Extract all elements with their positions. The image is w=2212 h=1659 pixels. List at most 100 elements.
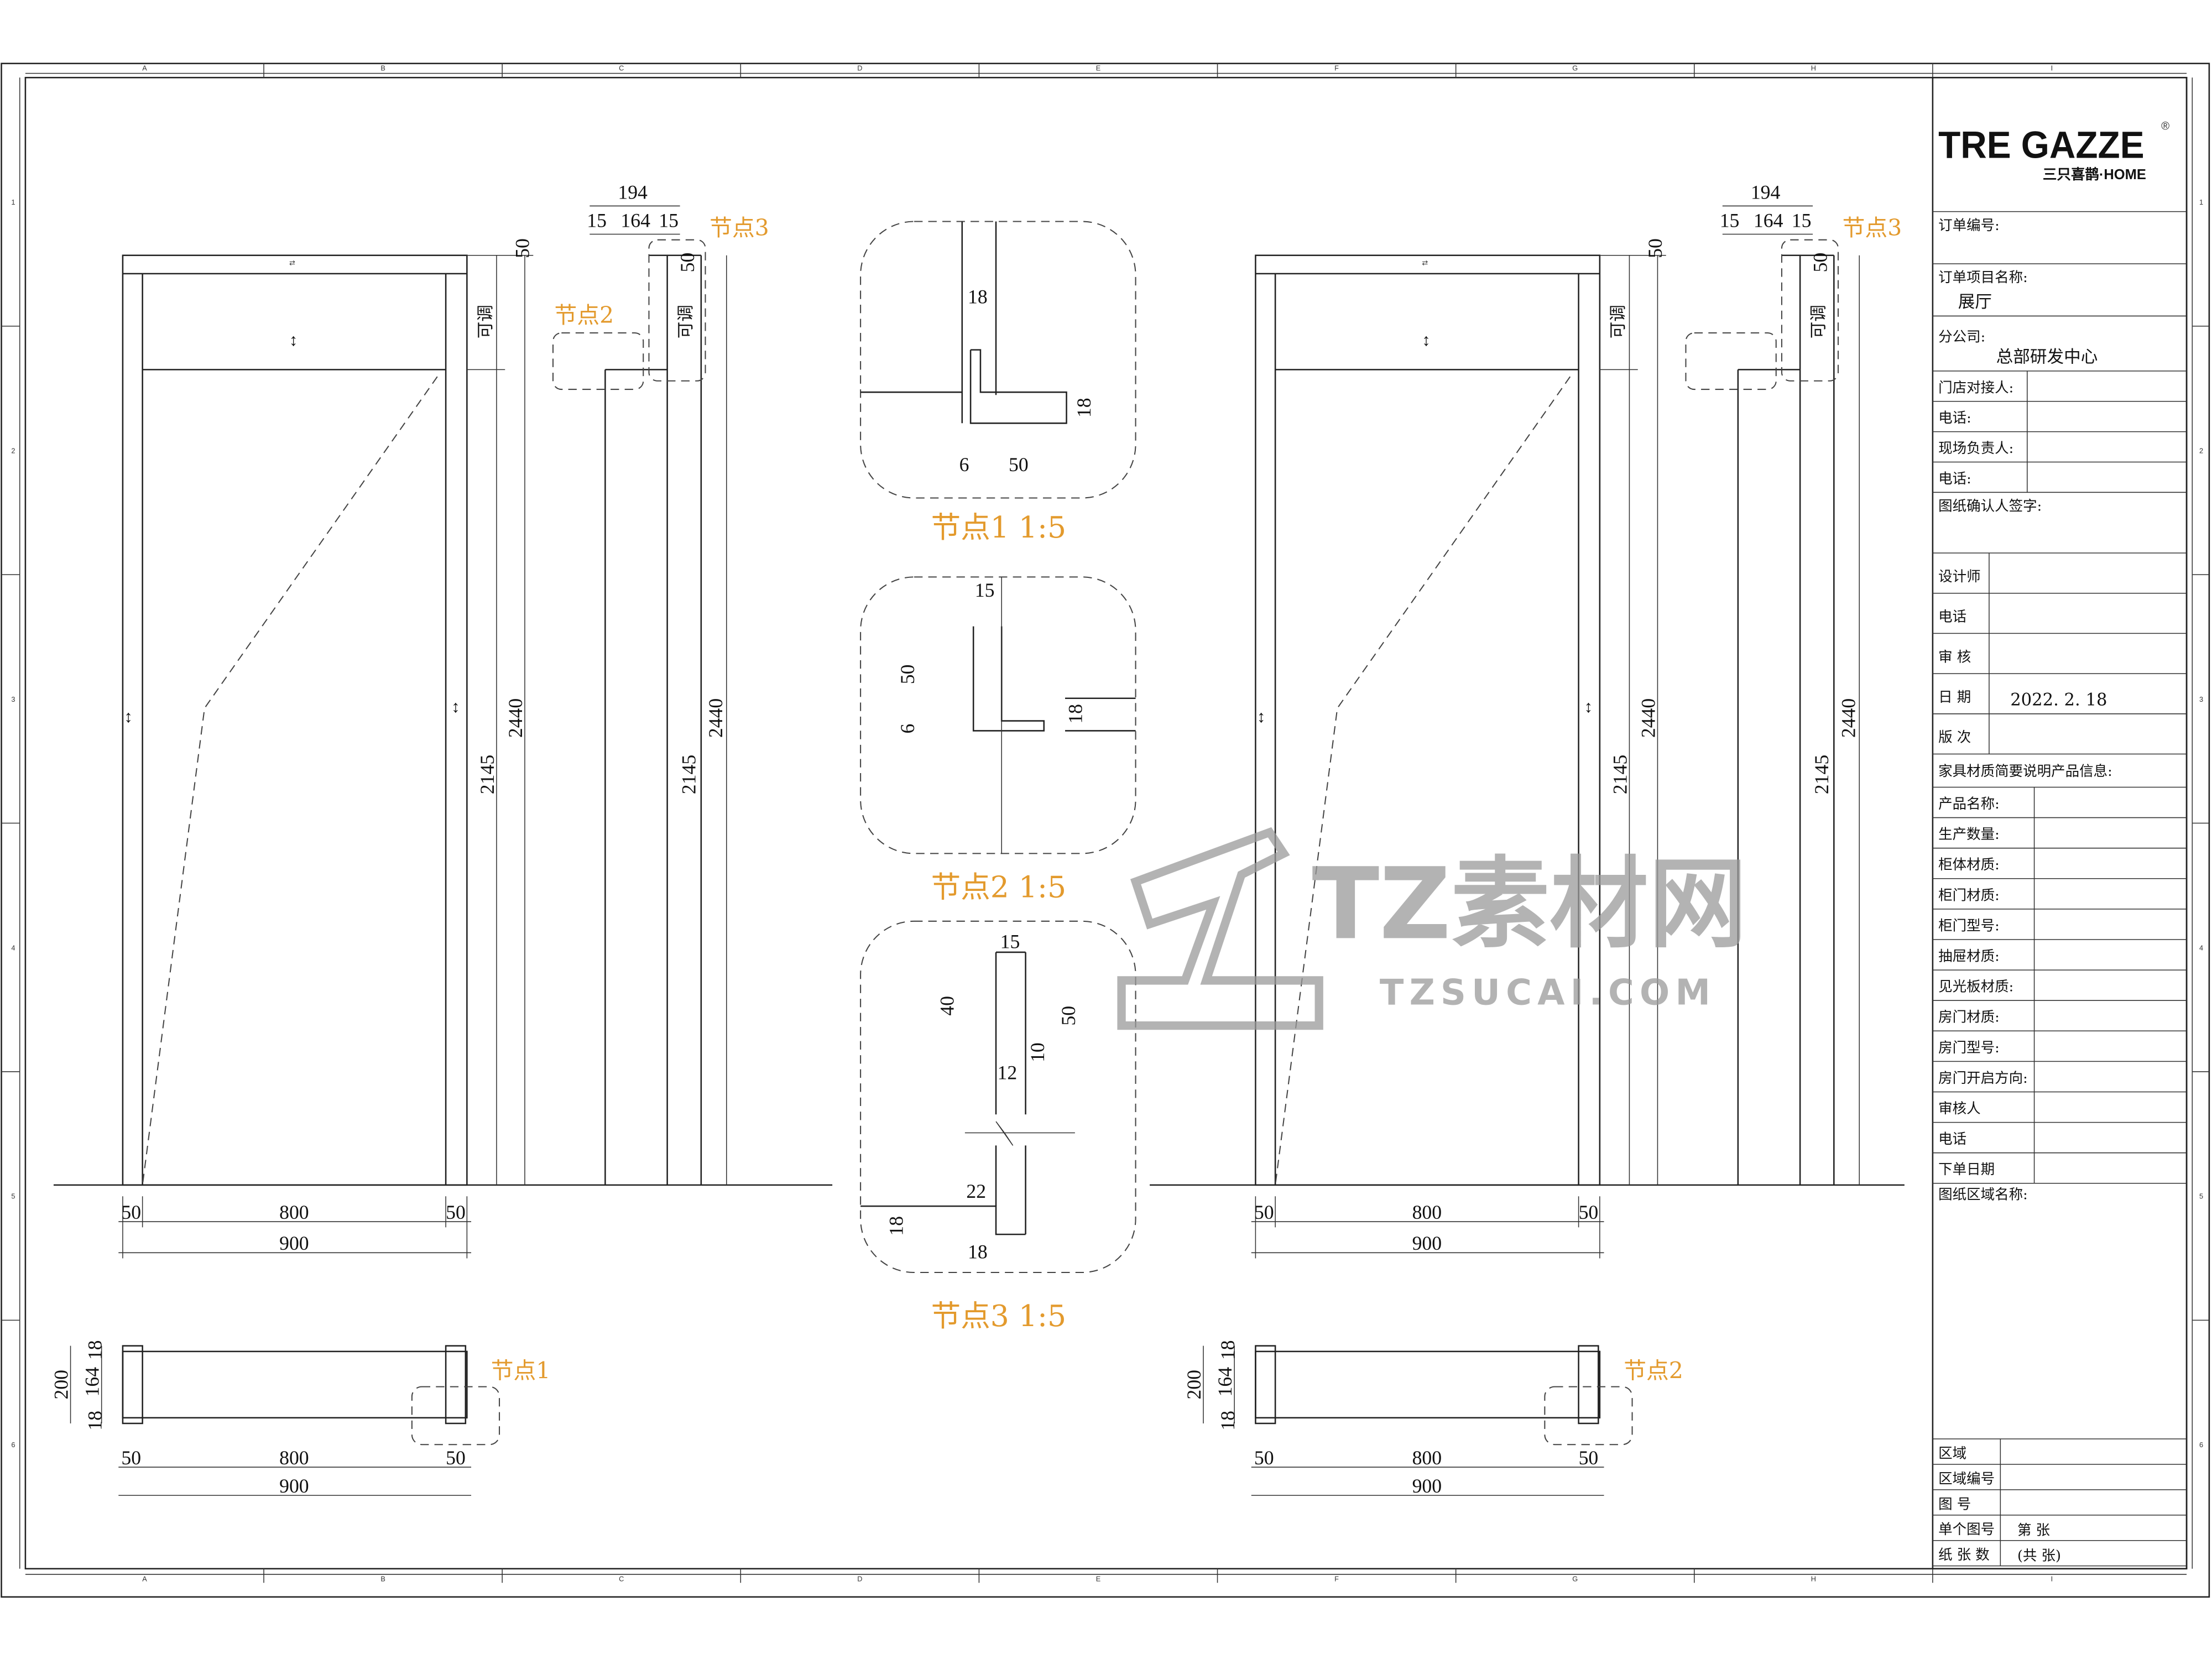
branch-label: 分公司:: [1938, 328, 1985, 345]
dim-section-a: 15: [1720, 210, 1740, 232]
grid-column-label: F: [1334, 64, 1339, 72]
grid-row-label: 5: [2199, 1192, 2203, 1201]
detail-title-3: 节点3 1:5: [931, 1298, 1066, 1333]
confirm-signature-label: 图纸确认人签字:: [1938, 498, 2042, 514]
dim-side-right: 50: [446, 1201, 466, 1223]
material-heading: 家具材质简要说明产品信息:: [1938, 763, 2112, 780]
detail-dim: 15: [975, 579, 995, 601]
dim-side-left: 50: [1254, 1447, 1274, 1469]
dim-total-height: 2440: [705, 698, 727, 738]
title-block-label: 审 核: [1938, 649, 1971, 665]
horizontal-dimensions: 50 800 50 900: [1251, 1196, 1604, 1259]
title-block: TRE GAZZE ® 三只喜鹊·HOME 订单编号: 订单项目名称: 展厅 分…: [1932, 77, 2188, 1570]
title-block-label: 产品名称:: [1938, 796, 2000, 812]
node-label-b: 节点3: [709, 215, 769, 241]
watermark: TZ素材网 TZSUCAI.COM: [1117, 827, 1747, 1030]
dim-section-a: 15: [587, 210, 607, 232]
plan-node-label: 节点2: [1624, 1357, 1683, 1384]
horizontal-dimensions: 50 800 50 900: [118, 1196, 472, 1259]
detail-title-2: 节点2 1:5: [931, 869, 1066, 904]
dim-side-left: 50: [121, 1447, 141, 1469]
area-name-label: 图纸区域名称:: [1938, 1186, 2028, 1203]
title-block-label: 抽屉材质:: [1938, 948, 2000, 965]
dim-side-left: 50: [121, 1201, 141, 1223]
watermark-logo-icon: [1117, 827, 1323, 1030]
swing-arrow-icon: ↕: [124, 707, 132, 726]
dim-section-total: 194: [1751, 181, 1781, 204]
title-block-label: 柜门材质:: [1938, 887, 2000, 904]
grid-row-label: 4: [11, 943, 15, 952]
detail-dim: 15: [1000, 930, 1020, 952]
dim-total-width: 900: [1412, 1232, 1442, 1254]
swing-arrow-icon: ↕: [1584, 697, 1593, 716]
detail-node-3: 15 40 50 10 12 22 18 18 节点3 1:5: [860, 920, 1136, 1333]
dim-total-height: 2440: [1838, 698, 1860, 738]
project-label: 订单项目名称:: [1938, 269, 2028, 286]
swing-arrow-icon: ↕: [451, 697, 460, 716]
sheet-frame: [1, 62, 2210, 1598]
detail-dim: 18: [968, 1241, 988, 1263]
dim-plan-core: 164: [1214, 1367, 1236, 1397]
grid-column-label: E: [1096, 64, 1101, 72]
grid-row-label: 5: [11, 1192, 15, 1201]
plan-node-label: 节点1: [491, 1357, 551, 1384]
detail-dim: 12: [998, 1062, 1018, 1084]
grid-column-label: E: [1096, 1575, 1101, 1583]
detail-dim: 6: [896, 724, 919, 734]
detail-dim: 50: [896, 665, 919, 685]
node-label-a: 节点2: [555, 302, 614, 328]
side-section: 194 15 164 15 2145 2440 可调 50 节点2 节点3: [552, 181, 769, 1185]
door-drawing-right: ⇄ ↕ ↕ ↕ 2145 2440 可调 50 50 800 50 900: [1183, 181, 1902, 1497]
title-block-label: 纸 张 数: [1938, 1547, 1990, 1563]
dim-section-b: 164: [1754, 210, 1783, 232]
company-logo-subtitle: 三只喜鹊·HOME: [2043, 166, 2146, 182]
branch-name: 总部研发中心: [1996, 348, 2098, 367]
grid-column-label: B: [380, 64, 385, 72]
grid-column-label: H: [1811, 1575, 1816, 1583]
title-block-label: 房门材质:: [1938, 1009, 2000, 1026]
dim-side-right: 50: [446, 1447, 466, 1469]
detail-dim: 10: [1026, 1042, 1048, 1062]
vertical-dimensions: 2145 2440 可调 50: [1599, 238, 1666, 1185]
title-block-label: 电话: [1938, 609, 1966, 625]
door-drawing-left: ⇄ ↕ ↕ ↕ 2145 2440 可调 50 50 800 50 900: [50, 181, 769, 1497]
grid-column-label: F: [1334, 1575, 1339, 1583]
detail-title-1: 节点1 1:5: [931, 510, 1066, 545]
dim-plan-face-b: 18: [1217, 1411, 1239, 1431]
watermark-subtext: TZSUCAI.COM: [1380, 972, 1716, 1013]
grid-column-label: G: [1572, 1575, 1578, 1583]
dim-plan-depth: 200: [50, 1370, 72, 1400]
grid-column-label: H: [1811, 64, 1816, 72]
project-name: 展厅: [1958, 293, 1992, 312]
dim-section-c: 15: [659, 210, 679, 232]
dim-opening: 800: [279, 1201, 309, 1223]
detail-node-1: 18 18 6 50 节点1 1:5: [860, 221, 1136, 545]
title-block-label: 生产数量:: [1938, 826, 2000, 843]
grid-column-label: G: [1572, 64, 1578, 72]
title-block-label: 柜体材质:: [1938, 857, 2000, 873]
title-block-label: 设计师: [1938, 568, 1981, 585]
door-elevation: ⇄ ↕ ↕ ↕: [122, 254, 468, 1186]
title-block-label: 日 期: [1938, 689, 1971, 706]
dim-door-height: 2145: [1609, 755, 1631, 794]
date-value: 2022. 2. 18: [2010, 691, 2107, 710]
registered-icon: ®: [2161, 121, 2169, 133]
dim-total-height: 2440: [504, 698, 526, 738]
node-marker-3: [1781, 239, 1839, 382]
vertical-dimensions: 2145 2440 可调 50: [467, 238, 534, 1185]
dim-plan-face-a: 18: [84, 1340, 106, 1360]
node-marker-2: [552, 332, 644, 390]
grid-column-label: D: [857, 1575, 862, 1583]
dim-plan-core: 164: [81, 1367, 103, 1397]
dim-total-width: 900: [279, 1232, 309, 1254]
watermark-text: TZ素材网: [1312, 847, 1747, 962]
order-number-label: 订单编号:: [1938, 217, 2000, 234]
grid-column-label: I: [2051, 1575, 2053, 1583]
swing-arrow-icon: ↕: [289, 331, 298, 349]
dim-top-gap: 50: [1809, 253, 1832, 273]
node-marker-3: [648, 239, 706, 382]
dim-side-left: 50: [1254, 1201, 1274, 1223]
detail-dim: 50: [1057, 1006, 1079, 1026]
title-block-label: 版 次: [1938, 729, 1971, 746]
dim-side-right: 50: [1579, 1447, 1599, 1469]
